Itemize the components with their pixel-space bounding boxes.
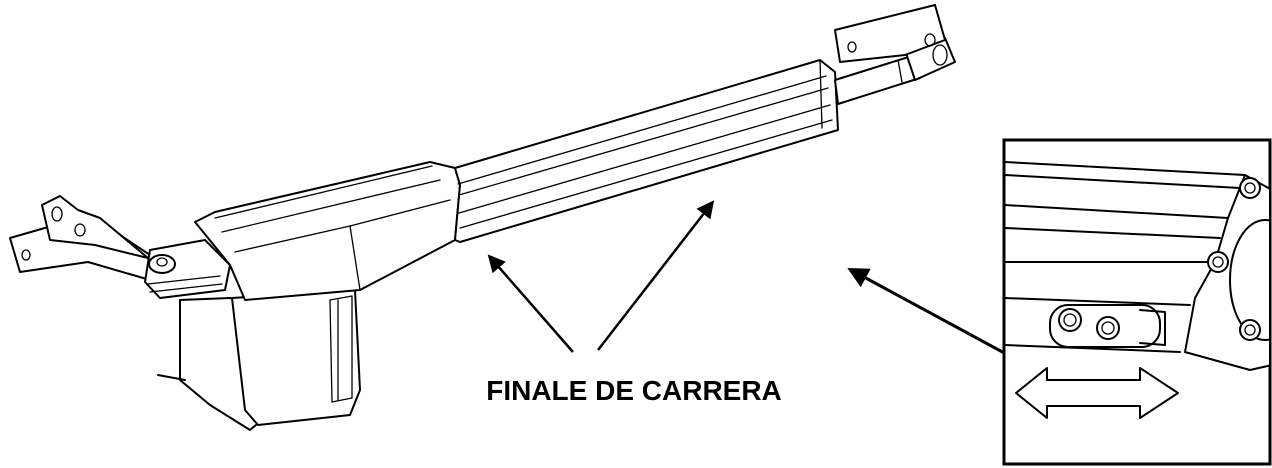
- rear-mounting-bracket: [9, 195, 151, 281]
- arrow-inset-pointer: [847, 268, 1009, 357]
- limit-switch-caption: FINALE DE CARRERA: [486, 375, 782, 406]
- arrow-left-pointer: [487, 254, 574, 353]
- inset-detail: [1002, 138, 1272, 466]
- limit-switch: [1049, 304, 1166, 348]
- motor-housing: [157, 161, 461, 431]
- arrow-right-pointer: [597, 200, 715, 351]
- double-arrow-icon: [1015, 367, 1179, 419]
- outer-tube: [454, 59, 839, 243]
- rear-pivot: [144, 239, 231, 299]
- front-mounting-bracket: [834, 4, 946, 63]
- pointer-arrows: [487, 200, 1009, 357]
